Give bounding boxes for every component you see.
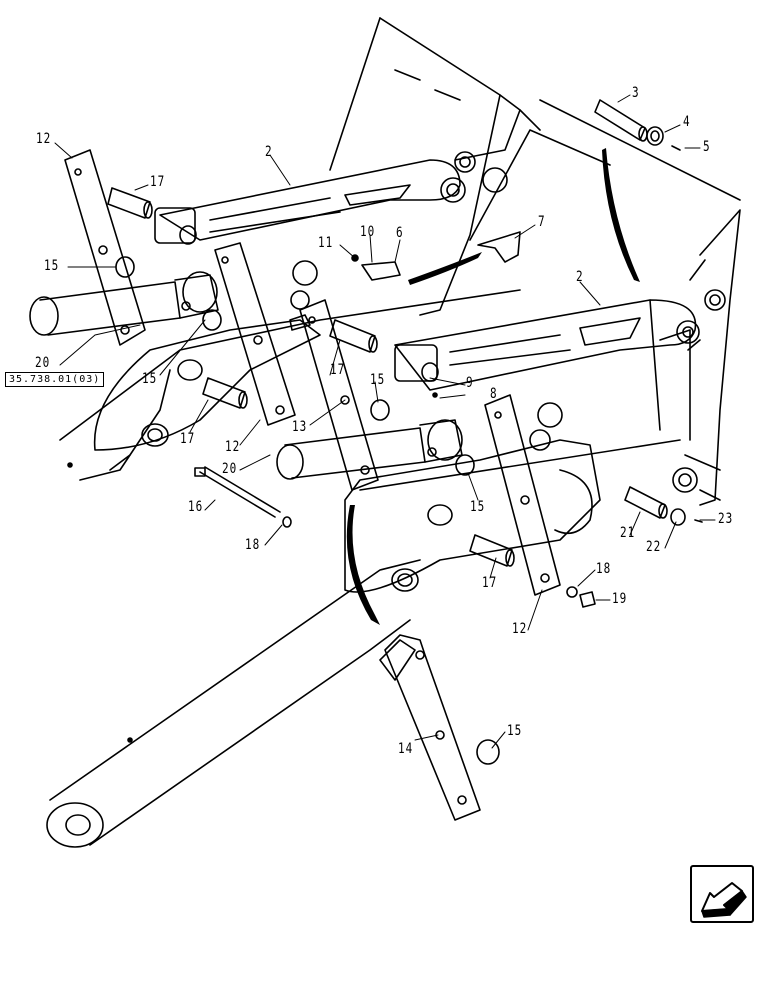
link-plate-12c — [484, 394, 561, 596]
callout-7: 7 — [538, 213, 546, 230]
callout-11: 11 — [318, 234, 334, 251]
bushings-and-hardware — [67, 126, 703, 765]
callout-19: 19 — [612, 590, 628, 607]
callout-16: 16 — [188, 498, 204, 515]
callout-13: 13 — [292, 418, 308, 435]
callout-5: 5 — [703, 138, 711, 155]
callout-17: 17 — [150, 173, 166, 190]
mounting-plate-left — [93, 319, 321, 451]
link-14 — [379, 634, 481, 821]
link-plate-12b — [214, 242, 296, 426]
link-plate-13 — [299, 299, 379, 491]
pins — [107, 99, 668, 567]
bucket — [329, 17, 741, 506]
callout-2: 2 — [265, 143, 273, 160]
link-arm-middle — [394, 299, 700, 391]
callout-20: 20 — [222, 460, 238, 477]
callout-3: 3 — [632, 84, 640, 101]
link-arm-upper — [154, 159, 466, 245]
callout-18: 18 — [245, 536, 261, 553]
callout-18: 18 — [596, 560, 612, 577]
callout-17: 17 — [330, 361, 346, 378]
callout-8: 8 — [490, 385, 498, 402]
callout-10: 10 — [360, 223, 376, 240]
previous-page-button[interactable] — [690, 865, 754, 923]
callout-15: 15 — [470, 498, 486, 515]
hydraulic-cylinder-right — [276, 419, 463, 480]
callout-15: 15 — [44, 257, 60, 274]
callout-20: 20 — [35, 354, 51, 371]
callout-12: 12 — [36, 130, 52, 147]
callout-23: 23 — [718, 510, 734, 527]
callout-4: 4 — [683, 113, 691, 130]
callout-17: 17 — [180, 430, 196, 447]
callout-12: 12 — [512, 620, 528, 637]
callout-22: 22 — [646, 538, 662, 555]
link-plate-12a — [64, 149, 146, 346]
loader-boom — [46, 289, 521, 848]
cross-reference-link[interactable]: 35.738.01(03) — [5, 372, 105, 387]
callout-12: 12 — [225, 438, 241, 455]
callout-17: 17 — [482, 574, 498, 591]
callout-9: 9 — [466, 374, 474, 391]
assembly-arrows — [346, 148, 640, 625]
callout-15: 15 — [142, 370, 158, 387]
callout-2: 2 — [576, 268, 584, 285]
callout-15: 15 — [370, 371, 386, 388]
callout-6: 6 — [396, 224, 404, 241]
callout-14: 14 — [398, 740, 414, 757]
mounting-plate-right — [344, 439, 681, 593]
leader-lines — [54, 94, 716, 749]
callout-21: 21 — [620, 524, 636, 541]
callout-15: 15 — [507, 722, 523, 739]
previous-page-arrow-icon — [701, 882, 747, 918]
